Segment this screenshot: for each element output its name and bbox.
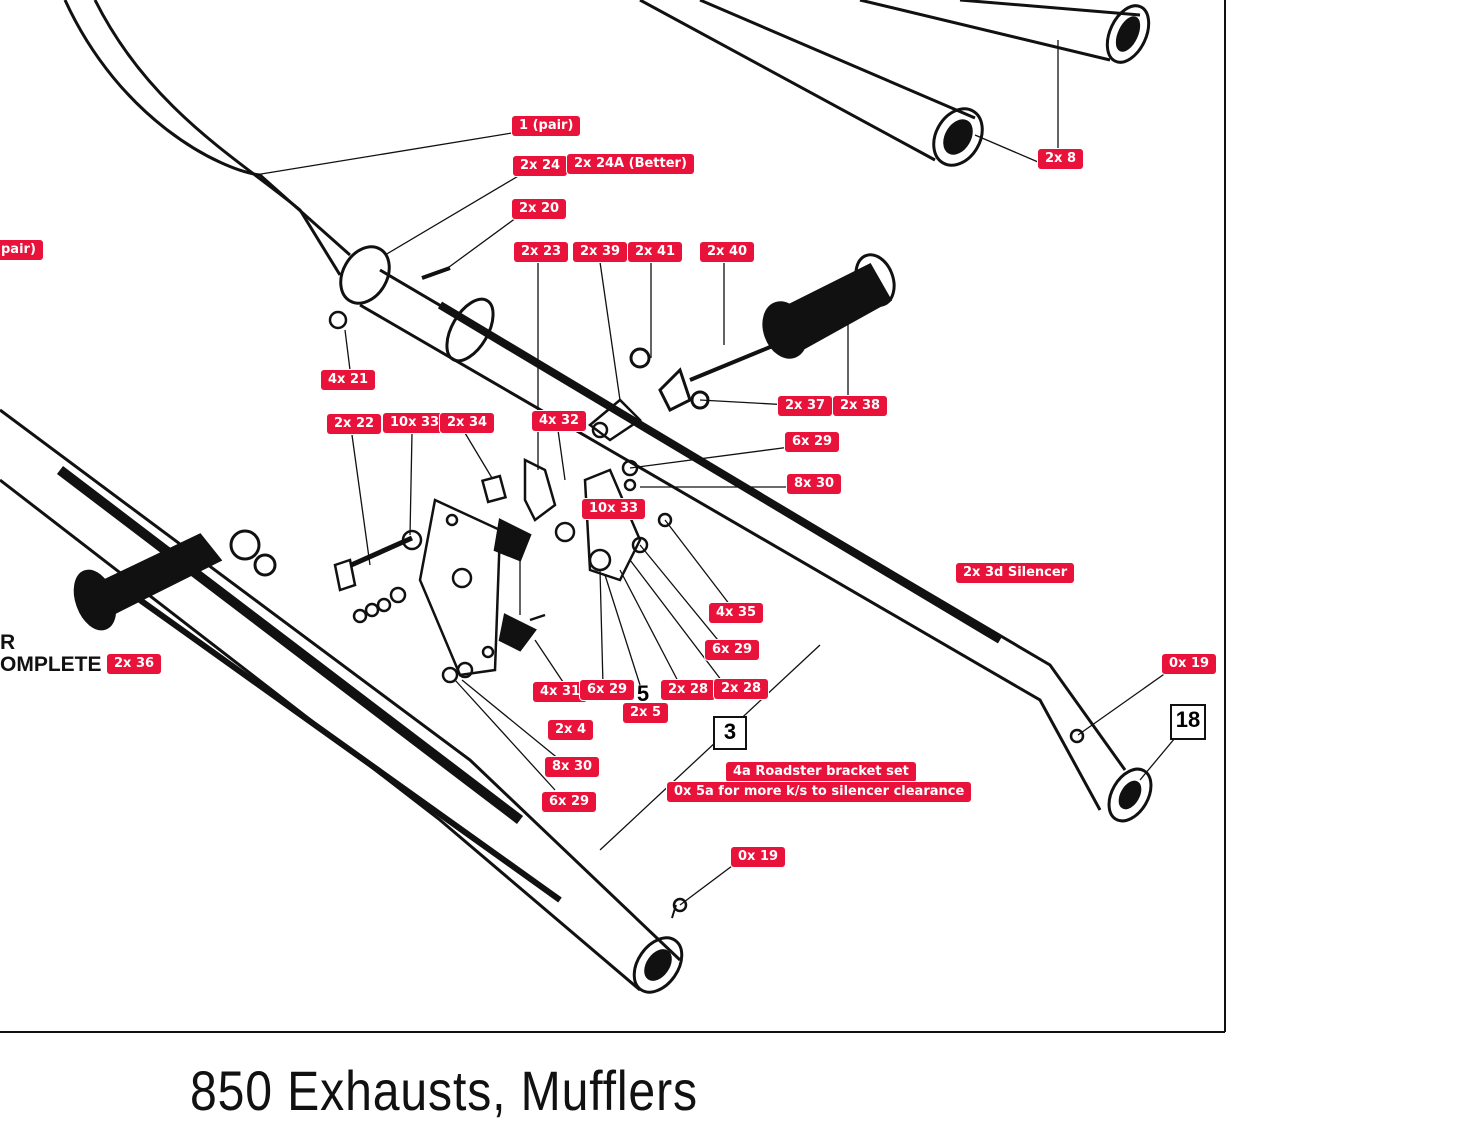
annotation-tag[interactable]: 0x 19 (1162, 654, 1217, 674)
header-pipe-edge-bottom (93, 0, 342, 276)
annotation-tag[interactable]: 4x 31 (533, 682, 588, 702)
annotation-tag[interactable]: 8x 30 (545, 757, 600, 777)
annotation-tag[interactable]: 2x 22 (327, 414, 382, 434)
right-silencer-body (359, 268, 1153, 823)
upper-silencer-right (859, 0, 1151, 64)
page-title: 850 Exhausts, Mufflers (190, 1059, 698, 1122)
annotation-tag[interactable]: 10x 33 (582, 499, 646, 519)
annotation-tag[interactable]: 4x 32 (532, 411, 587, 431)
annotation-tag[interactable]: 8x 30 (787, 474, 842, 494)
annotation-tag[interactable]: 2x 20 (512, 199, 567, 219)
leader-lines (254, 40, 1176, 906)
annotation-tag[interactable]: 0x 5a for more k/s to silencer clearance (667, 782, 972, 802)
annotation-tag[interactable]: 4x 21 (321, 370, 376, 390)
annotation-tag[interactable]: 2x 36 (107, 654, 162, 674)
part-number-box-3: 3 (713, 716, 747, 750)
annotation-tag[interactable]: 2x 3d Silencer (956, 563, 1075, 583)
part-number-box-18: 18 (1170, 704, 1206, 740)
annotation-tag[interactable]: 2x 41 (628, 242, 683, 262)
annotation-tag[interactable]: 6x 29 (542, 792, 597, 812)
mounting-plate (328, 266, 1085, 919)
annotation-tag[interactable]: 2x 40 (700, 242, 755, 262)
right-footrest (629, 253, 896, 413)
annotation-tag[interactable]: 1 (pair) (512, 116, 581, 136)
annotation-tag[interactable]: 2x 28 (661, 680, 716, 700)
annotation-tag[interactable]: 2x 24 (513, 156, 568, 176)
annotation-tag[interactable]: 2x 34 (440, 413, 495, 433)
header-pipe-edge-top (63, 0, 351, 257)
annotation-tag[interactable]: 0x 19 (731, 847, 786, 867)
annotation-tag[interactable]: 2x 23 (514, 242, 569, 262)
annotation-tag[interactable]: pair) (0, 240, 43, 260)
annotation-tag[interactable]: 2x 37 (778, 396, 833, 416)
annotation-tag[interactable]: 6x 29 (705, 640, 760, 660)
annotation-tag[interactable]: 6x 29 (785, 432, 840, 452)
annotation-tag[interactable]: 2x 24A (Better) (567, 154, 694, 174)
annotation-tag[interactable]: 2x 5 (623, 703, 669, 723)
annotation-tag[interactable]: 4a Roadster bracket set (726, 762, 916, 782)
annotation-tag[interactable]: 6x 29 (580, 680, 635, 700)
annotation-tag[interactable]: 2x 38 (833, 396, 888, 416)
side-text-complete: OMPLETE (0, 653, 102, 676)
annotation-tag[interactable]: 2x 28 (714, 679, 769, 699)
upper-silencer-left (639, 0, 984, 167)
side-text-r: R (0, 631, 16, 654)
annotation-tag[interactable]: 10x 33 (383, 413, 447, 433)
annotation-tag[interactable]: 4x 35 (709, 603, 764, 623)
annotation-tag[interactable]: 2x 4 (548, 720, 594, 740)
left-footrest (73, 529, 277, 631)
annotation-tag[interactable]: 2x 39 (573, 242, 628, 262)
annotation-tag[interactable]: 2x 8 (1038, 149, 1084, 169)
pipe-clamp (339, 245, 391, 305)
part-number-box-5: 5 (636, 681, 650, 706)
